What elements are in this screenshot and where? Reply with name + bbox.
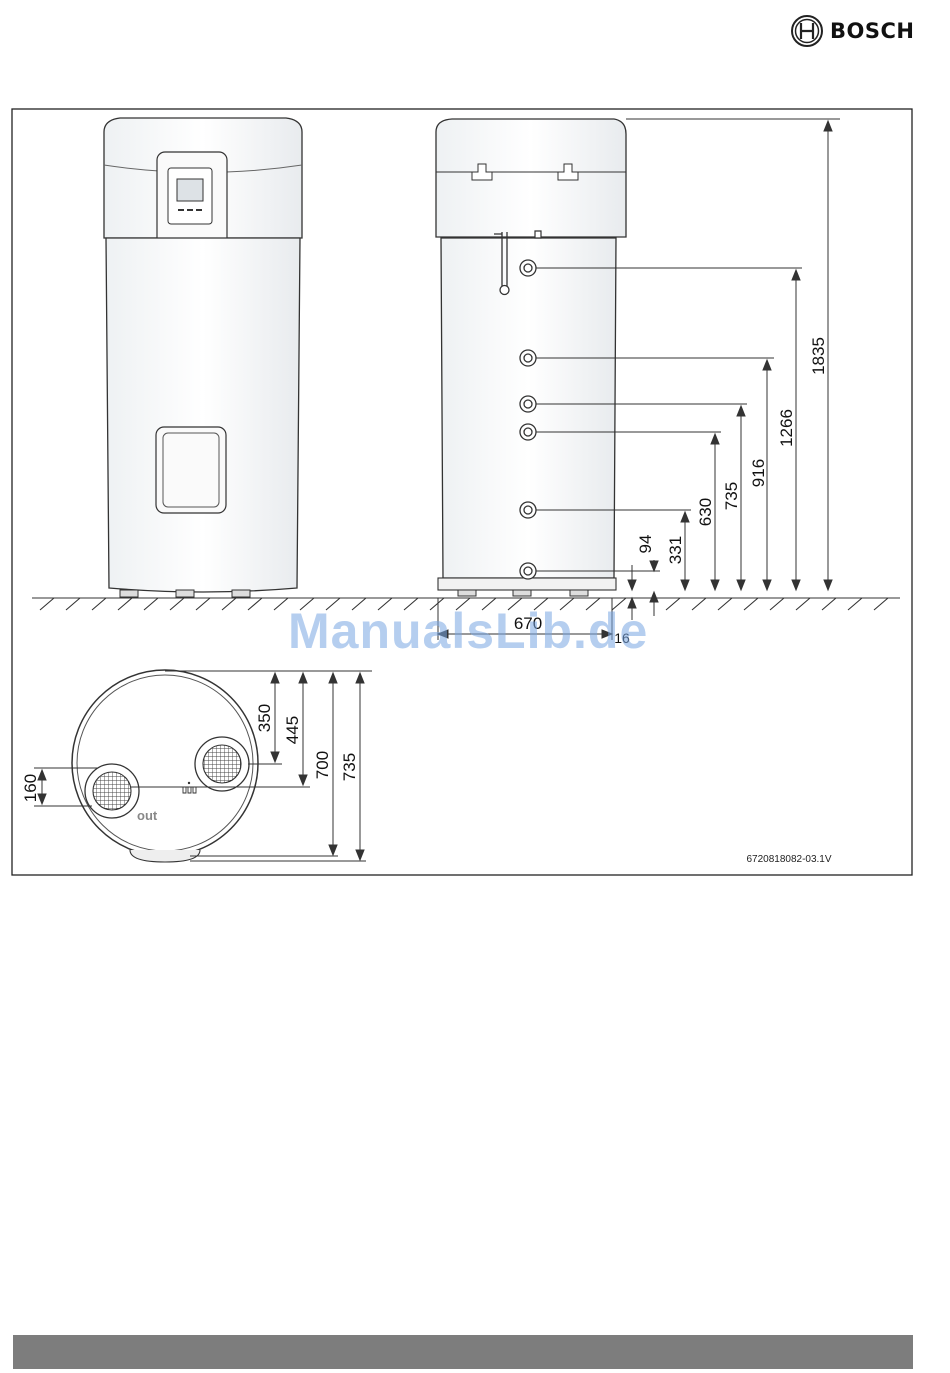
dim-735: 735 [722, 482, 741, 510]
service-cover [156, 427, 226, 513]
dim-160: 160 [21, 774, 40, 802]
watermark: ManualsLib.de [288, 602, 648, 660]
dim-445: 445 [283, 716, 302, 744]
figure-code: 6720818082-03.1V [746, 854, 831, 865]
outlet-label: out [137, 808, 158, 823]
dim-735-top: 735 [340, 753, 359, 781]
dimension-lines [628, 121, 832, 620]
footer-bar [13, 1335, 913, 1369]
dim-94: 94 [636, 535, 655, 554]
dim-700: 700 [313, 751, 332, 779]
dim-350: 350 [255, 704, 274, 732]
dim-331: 331 [666, 536, 685, 564]
display-screen [177, 179, 203, 201]
dim-630: 630 [696, 498, 715, 526]
dim-1835: 1835 [809, 337, 828, 375]
dim-1266: 1266 [777, 409, 796, 447]
front-view [104, 118, 302, 597]
dim-916: 916 [749, 459, 768, 487]
side-view: 1835 1266 916 735 630 331 94 [436, 119, 840, 620]
top-view: out 350 445 700 735 160 [21, 670, 372, 862]
